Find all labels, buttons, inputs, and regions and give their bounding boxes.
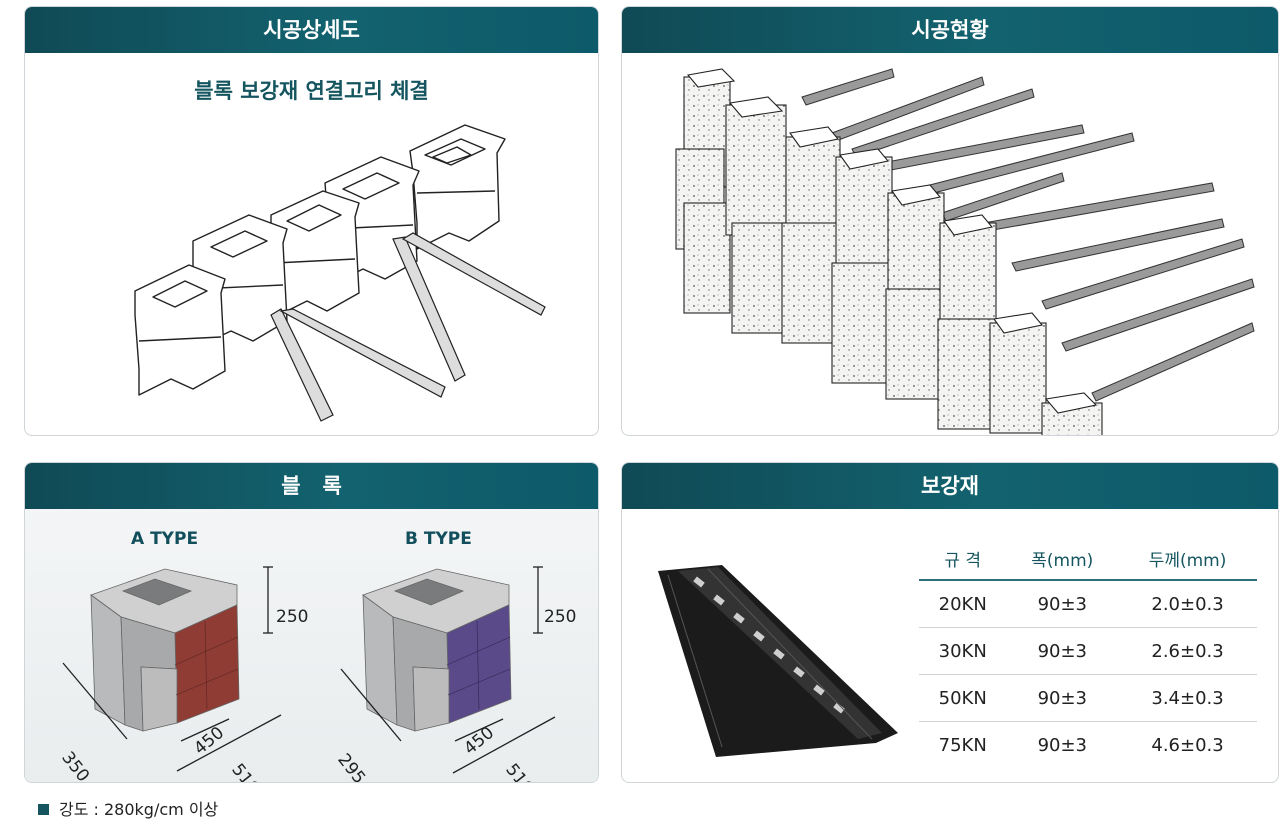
spec-cell: 90±3	[1037, 734, 1088, 756]
square-bullet-icon	[38, 804, 49, 815]
spec-cell: 90±3	[1006, 674, 1119, 722]
spec-header: 두께(mm)	[1118, 537, 1257, 581]
spec-cell: 2.0±0.3	[1118, 580, 1257, 628]
spec-cell: 20KN	[919, 580, 1007, 628]
strength-note-text: 강도 : 280kg/cm 이상	[59, 800, 219, 819]
panel-title-reinforcement: 보강재	[622, 463, 1278, 509]
spec-header-row: 규 격 폭(mm) 두께(mm)	[919, 537, 1257, 581]
construction-wall-illustration	[675, 68, 1255, 435]
reinforcement-strip-image	[658, 565, 898, 757]
spec-cell: 3.4±0.3	[1118, 674, 1257, 722]
strength-note: 강도 : 280kg/cm 이상	[38, 796, 218, 820]
panel-title-detail: 시공상세도	[25, 7, 598, 53]
type-a-label: A TYPE	[131, 529, 199, 549]
type-b-height: 250	[544, 607, 577, 627]
spec-cell: 4.6±0.3	[1151, 734, 1224, 756]
spec-cell: 90±3	[1006, 627, 1119, 675]
spec-cell: 2.6±0.3	[1118, 627, 1257, 675]
type-b-label: B TYPE	[405, 529, 472, 549]
reinforcement-panel: 보강재 규 격 폭(mm)	[621, 462, 1279, 783]
block-panel: 블 록 A TYPE B TYPE	[24, 462, 599, 783]
panel-title-status: 시공현황	[622, 7, 1278, 53]
table-row: 20KN 90±3 2.0±0.3	[919, 580, 1257, 628]
block-b-drawing	[340, 566, 556, 774]
table-row: 30KN 90±3 2.6±0.3	[919, 627, 1257, 675]
spec-header: 규 격	[919, 537, 1007, 581]
spec-cell: 30KN	[919, 627, 1007, 675]
detail-subtitle: 블록 보강재 연결고리 체결	[194, 79, 429, 103]
block-a-drawing	[62, 566, 282, 772]
type-a-height: 250	[276, 607, 309, 627]
construction-detail-panel: 시공상세도 블록 보강재 연결고리 체결	[24, 6, 599, 436]
table-row: 50KN 90±3 3.4±0.3	[919, 674, 1257, 722]
block-connection-drawing	[134, 124, 546, 422]
spec-cell: 50KN	[919, 674, 1007, 722]
panel-title-block: 블 록	[25, 463, 598, 509]
spec-cell: 75KN	[938, 734, 987, 756]
spec-header: 폭(mm)	[1006, 537, 1119, 581]
spec-table: 규 격 폭(mm) 두께(mm) 20KN 90±3 2.0±0.3 30KN …	[919, 537, 1257, 768]
spec-cell: 90±3	[1006, 580, 1119, 628]
table-row: 75KN 90±3 4.6±0.3	[919, 722, 1257, 769]
construction-status-panel: 시공현황	[621, 6, 1279, 436]
